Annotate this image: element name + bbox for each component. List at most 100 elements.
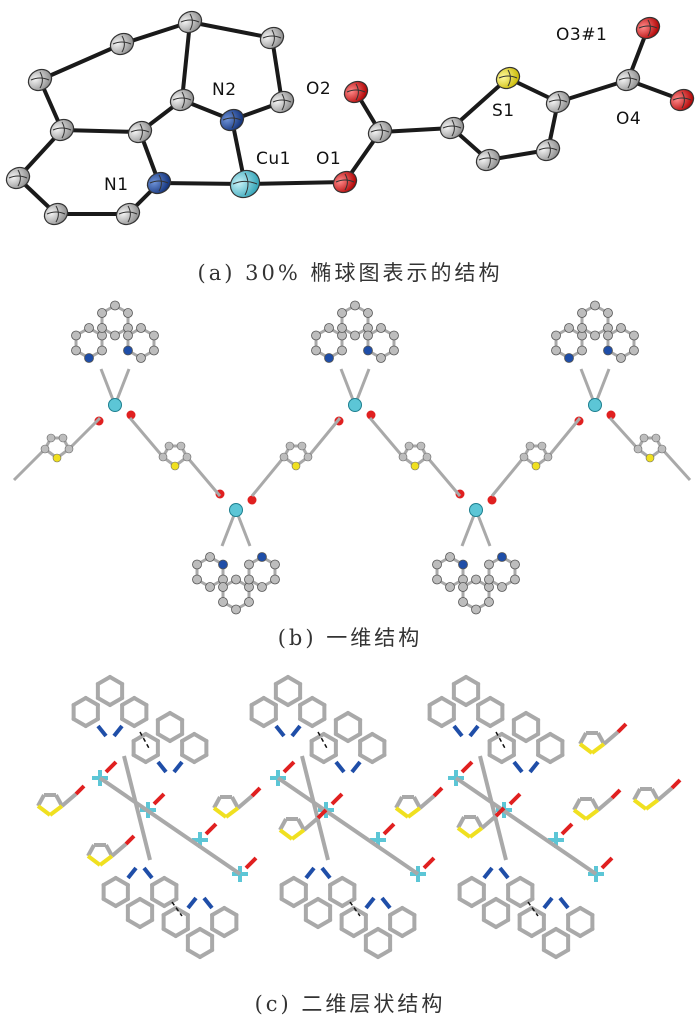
- bond: [346, 711, 363, 722]
- carbon-atom: [471, 574, 481, 585]
- carbon-atom: [324, 323, 334, 333]
- bond: [451, 696, 468, 707]
- bond: [481, 918, 498, 929]
- carbon-atom: [123, 308, 133, 318]
- nitrogen-atom: [146, 171, 172, 195]
- carbon-atom: [458, 582, 468, 592]
- bond: [476, 696, 493, 707]
- carbon-atom: [616, 323, 626, 333]
- copper-atom: [229, 169, 261, 199]
- sulfur-atom: [52, 453, 62, 463]
- nitrogen-atom: [497, 552, 507, 562]
- oxygen-bond: [600, 856, 614, 870]
- nitrogen-bond: [364, 896, 376, 910]
- carbon-atom: [257, 582, 267, 592]
- bond: [83, 717, 100, 728]
- carbon-atom: [633, 444, 643, 454]
- carbon-atom: [231, 574, 241, 585]
- ellipsoid-octant-line: [451, 119, 455, 137]
- oxygen-bond: [508, 792, 522, 806]
- bond: [316, 897, 333, 908]
- carbon-atom: [182, 452, 192, 462]
- sulfur-atom: [495, 66, 521, 90]
- ellipsoid-octant-line: [55, 205, 59, 223]
- carbon-atom: [350, 300, 360, 311]
- carbon-atom: [110, 330, 120, 341]
- carbon-atom: [376, 323, 386, 333]
- carbon-atom: [115, 202, 141, 226]
- carbon-atom: [110, 300, 120, 311]
- carbon-atom: [363, 330, 373, 341]
- carbon-atom: [244, 559, 254, 570]
- bond: [212, 796, 222, 809]
- oxygen-atom: [332, 170, 358, 194]
- ellipsoid-octant-line: [557, 93, 561, 111]
- bond: [451, 675, 468, 686]
- thiophene-dicarboxylate-linker: [250, 417, 342, 497]
- ellipsoid-octant-line: [335, 179, 355, 183]
- bond: [291, 897, 308, 908]
- ellipsoid-octant-line: [127, 205, 131, 223]
- bond: [104, 844, 114, 857]
- carbon-atom: [109, 32, 135, 56]
- bond: [480, 814, 498, 830]
- bond: [524, 732, 541, 743]
- bond: [464, 696, 481, 707]
- bond: [506, 897, 523, 908]
- nitrogen-bond: [202, 896, 214, 910]
- bond: [578, 906, 595, 917]
- carbon-atom: [84, 323, 94, 333]
- oxygen-bond: [610, 788, 622, 800]
- bond: [427, 696, 444, 707]
- bond: [474, 816, 484, 829]
- bond: [249, 696, 266, 707]
- phenanthroline: [487, 711, 565, 774]
- caption-b: (b) 一维结构: [277, 626, 423, 650]
- ellipsoid-octant-line: [244, 172, 249, 196]
- bond: [60, 792, 78, 808]
- cu-phen-unit: [192, 489, 280, 615]
- nitrogen-bond: [542, 896, 554, 910]
- bond: [36, 804, 52, 817]
- cu-phen-unit: [432, 489, 520, 615]
- bond: [309, 732, 326, 743]
- panel-c-two-dimensional-layer: (c) 二维层状结构: [0, 660, 700, 1028]
- oxygen-bond: [670, 778, 682, 790]
- bond: [310, 696, 327, 707]
- ellipsoid: [146, 171, 172, 195]
- ellipsoid-octant-line: [478, 157, 498, 161]
- atom-label-n1: N1: [104, 175, 129, 195]
- thiophene-dicarboxylate-linker: [12, 416, 102, 482]
- carbon-atom: [337, 345, 347, 356]
- bond: [566, 906, 583, 917]
- bond: [517, 906, 534, 917]
- ellipsoid-octant-line: [379, 123, 383, 141]
- ellipsoid-octant-line: [498, 75, 518, 79]
- atom-label-o4: O4: [616, 109, 641, 129]
- cu-phen-unit: [71, 300, 159, 426]
- bond: [125, 918, 142, 929]
- thiophene-dicarboxylate-linker: [368, 417, 462, 497]
- carbon-atom: [475, 148, 501, 172]
- bond: [310, 717, 327, 728]
- carbon-atom: [27, 68, 53, 92]
- ellipsoid-octant-line: [8, 175, 28, 179]
- oxygen-atom: [126, 410, 136, 420]
- ellipsoid: [229, 169, 261, 199]
- ellipsoid: [669, 88, 695, 112]
- carbon-atom: [519, 452, 529, 462]
- carbon-atom: [458, 597, 468, 607]
- ellipsoid: [109, 32, 135, 56]
- bond: [168, 711, 185, 722]
- bond: [309, 753, 326, 764]
- bond: [494, 897, 511, 908]
- carbon-atom: [545, 90, 571, 114]
- carbon-atom: [43, 202, 69, 226]
- bond: [185, 948, 202, 959]
- ortep-diagram: N2 Cu1 O1 N1 O2 S1 O3#1 O4: [5, 10, 695, 226]
- carbon-atom: [231, 604, 241, 615]
- bond: [95, 696, 112, 707]
- bond: [192, 753, 209, 764]
- carbon-atom: [551, 330, 561, 341]
- oxygen-atom: [606, 410, 616, 420]
